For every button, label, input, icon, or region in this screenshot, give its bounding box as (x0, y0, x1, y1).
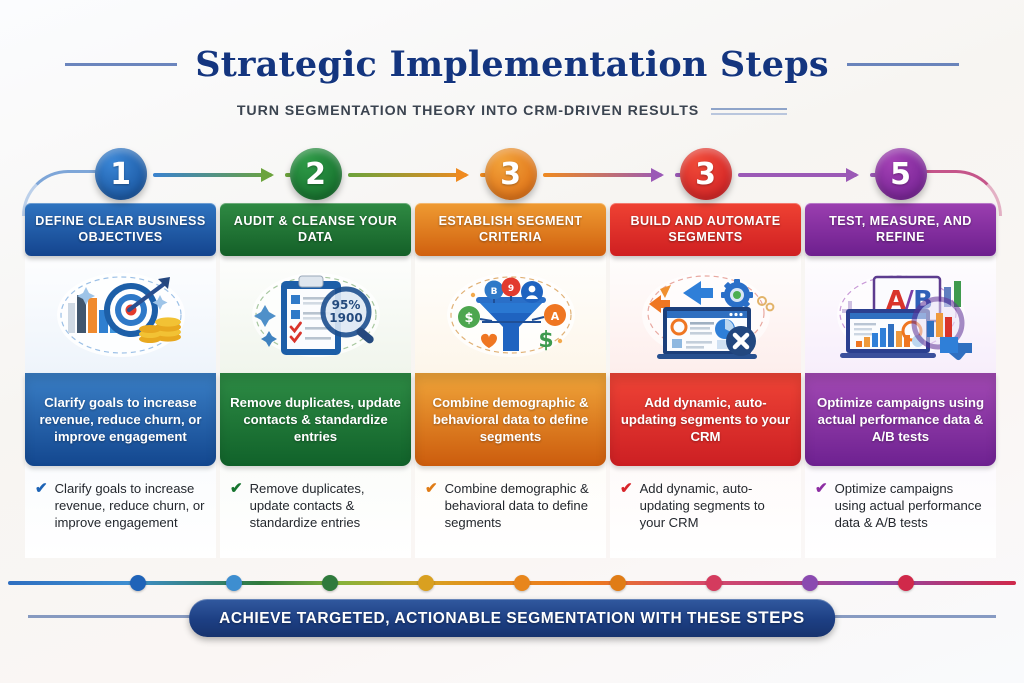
timeline-dot-3 (322, 575, 338, 591)
step-circle-4[interactable]: 3 (679, 148, 732, 200)
svg-text:1900: 1900 (329, 311, 362, 325)
timeline-dot-6 (610, 575, 626, 591)
title-row: Strategic Implementation Steps (0, 44, 1024, 85)
svg-text:9: 9 (507, 284, 513, 294)
step-bullet-text: Clarify goals to increase revenue, reduc… (54, 481, 205, 531)
laptop-dashboard-gear-sync-icon (641, 272, 774, 359)
steps-columns: DEFINE CLEAR BUSINESS OBJECTIVES (25, 203, 1005, 558)
step-header-2[interactable]: AUDIT & CLEANSE YOUR DATA (220, 203, 411, 256)
page-subtitle: TURN SEGMENTATION THEORY INTO CRM-DRIVEN… (236, 103, 700, 119)
step-heading-text: AUDIT & CLEANSE YOUR DATA (233, 214, 398, 244)
step-bullet-1: ✔ Clarify goals to increase revenue, red… (25, 466, 216, 558)
step-number: 2 (305, 156, 326, 192)
step-summary-3: Combine demographic & behavioral data to… (415, 373, 606, 466)
timeline-dot-9 (898, 575, 914, 591)
step-arrow-1 (152, 173, 272, 177)
step-header-1[interactable]: DEFINE CLEAR BUSINESS OBJECTIVES (25, 203, 216, 256)
step-number: 5 (890, 156, 911, 192)
clipboard-checklist-magnifier-icon: 95% 1900 (251, 272, 380, 357)
step-number: 1 (110, 156, 131, 192)
step-heading-text: BUILD AND AUTOMATE SEGMENTS (630, 214, 781, 244)
svg-text:$: $ (538, 328, 553, 353)
step-bullet-text: Combine demographic & behavioral data to… (444, 481, 589, 531)
check-icon: ✔ (815, 480, 828, 497)
timeline-dot-5 (514, 575, 530, 591)
svg-text:95%: 95% (331, 298, 360, 312)
ab-test-laptop-magnifier-chart-icon: A / B (836, 272, 972, 360)
step-column-1[interactable]: DEFINE CLEAR BUSINESS OBJECTIVES (25, 203, 216, 558)
step-summary-text: Optimize campaigns using actual performa… (816, 394, 985, 445)
check-icon: ✔ (620, 480, 633, 497)
step-heading-text: DEFINE CLEAR BUSINESS OBJECTIVES (35, 214, 206, 244)
step-circle-3[interactable]: 3 (484, 148, 537, 200)
step-bullet-2: ✔ Remove duplicates, update contacts & s… (220, 466, 411, 558)
title-rule-left (65, 63, 178, 66)
target-bullseye-chart-coins-icon (56, 272, 185, 357)
step-column-5[interactable]: TEST, MEASURE, AND REFINE A / B Optimize… (805, 203, 996, 558)
step-summary-2: Remove duplicates, update contacts & sta… (220, 373, 411, 466)
check-icon: ✔ (425, 480, 438, 497)
title-rule-right (846, 63, 959, 66)
step-number: 3 (695, 156, 716, 192)
step-summary-5: Optimize campaigns using actual performa… (805, 373, 996, 466)
step-number-band: 1 2 3 3 5 (0, 148, 1024, 216)
step-heading-text: TEST, MEASURE, AND REFINE (829, 214, 972, 244)
step-arrow-4 (737, 173, 857, 177)
step-heading-text: ESTABLISH SEGMENT CRITERIA (438, 214, 583, 244)
svg-text:$: $ (464, 311, 473, 326)
step-number: 3 (500, 156, 521, 192)
timeline-line (8, 581, 1016, 585)
subtitle-rule (711, 107, 788, 115)
footer-banner: ACHIEVE TARGETED, ACTIONABLE SEGMENTATIO… (189, 599, 835, 637)
step-column-3[interactable]: ESTABLISH SEGMENT CRITERIA B 9 $ A $ (415, 203, 606, 558)
step-bullet-4: ✔ Add dynamic, auto-updating segments to… (610, 466, 801, 558)
step-illustration-4 (610, 256, 801, 373)
step-circle-2[interactable]: 2 (289, 148, 342, 200)
step-illustration-1 (25, 256, 216, 373)
step-column-4[interactable]: BUILD AND AUTOMATE SEGMENTS (610, 203, 801, 558)
step-bullet-text: Add dynamic, auto-updating segments to y… (639, 481, 765, 531)
timeline-dot-2 (226, 575, 242, 591)
step-summary-4: Add dynamic, auto-updating segments to y… (610, 373, 801, 466)
progress-timeline (0, 575, 1024, 591)
page-title: Strategic Implementation Steps (195, 44, 829, 85)
step-summary-text: Remove duplicates, update contacts & sta… (230, 394, 401, 445)
step-bullet-text: Optimize campaigns using actual performa… (834, 481, 982, 531)
svg-text:A: A (885, 286, 905, 316)
step-illustration-3: B 9 $ A $ (415, 256, 606, 373)
step-header-5[interactable]: TEST, MEASURE, AND REFINE (805, 203, 996, 256)
subtitle-row: TURN SEGMENTATION THEORY INTO CRM-DRIVEN… (0, 103, 1024, 119)
timeline-dot-1 (130, 575, 146, 591)
step-bullet-3: ✔ Combine demographic & behavioral data … (415, 466, 606, 558)
step-illustration-2: 95% 1900 (220, 256, 411, 373)
step-summary-text: Clarify goals to increase revenue, reduc… (39, 394, 202, 445)
funnel-segmentation-icons: B 9 $ A $ (446, 272, 575, 357)
step-bullet-text: Remove duplicates, update contacts & sta… (249, 481, 365, 531)
step-circle-1[interactable]: 1 (94, 148, 147, 200)
timeline-dot-7 (706, 575, 722, 591)
step-summary-1: Clarify goals to increase revenue, reduc… (25, 373, 216, 466)
step-header-4[interactable]: BUILD AND AUTOMATE SEGMENTS (610, 203, 801, 256)
step-arrow-3 (542, 173, 662, 177)
step-header-3[interactable]: ESTABLISH SEGMENT CRITERIA (415, 203, 606, 256)
step-arrow-2 (347, 173, 467, 177)
step-circle-5[interactable]: 5 (874, 148, 927, 200)
step-summary-text: Combine demographic & behavioral data to… (432, 394, 589, 445)
svg-text:A: A (550, 310, 559, 323)
step-illustration-5: A / B (805, 256, 996, 373)
footer-emphasis: STEPS (746, 608, 805, 627)
step-summary-text: Add dynamic, auto-updating segments to y… (620, 394, 791, 445)
check-icon: ✔ (35, 480, 48, 497)
timeline-dot-4 (418, 575, 434, 591)
step-bullet-5: ✔ Optimize campaigns using actual perfor… (805, 466, 996, 558)
timeline-dot-8 (802, 575, 818, 591)
svg-text:/: / (904, 286, 914, 316)
step-column-2[interactable]: AUDIT & CLEANSE YOUR DATA 95% 1900 Remov… (220, 203, 411, 558)
svg-text:B: B (490, 287, 497, 297)
footer-text: ACHIEVE TARGETED, ACTIONABLE SEGMENTATIO… (219, 610, 747, 627)
check-icon: ✔ (230, 480, 243, 497)
